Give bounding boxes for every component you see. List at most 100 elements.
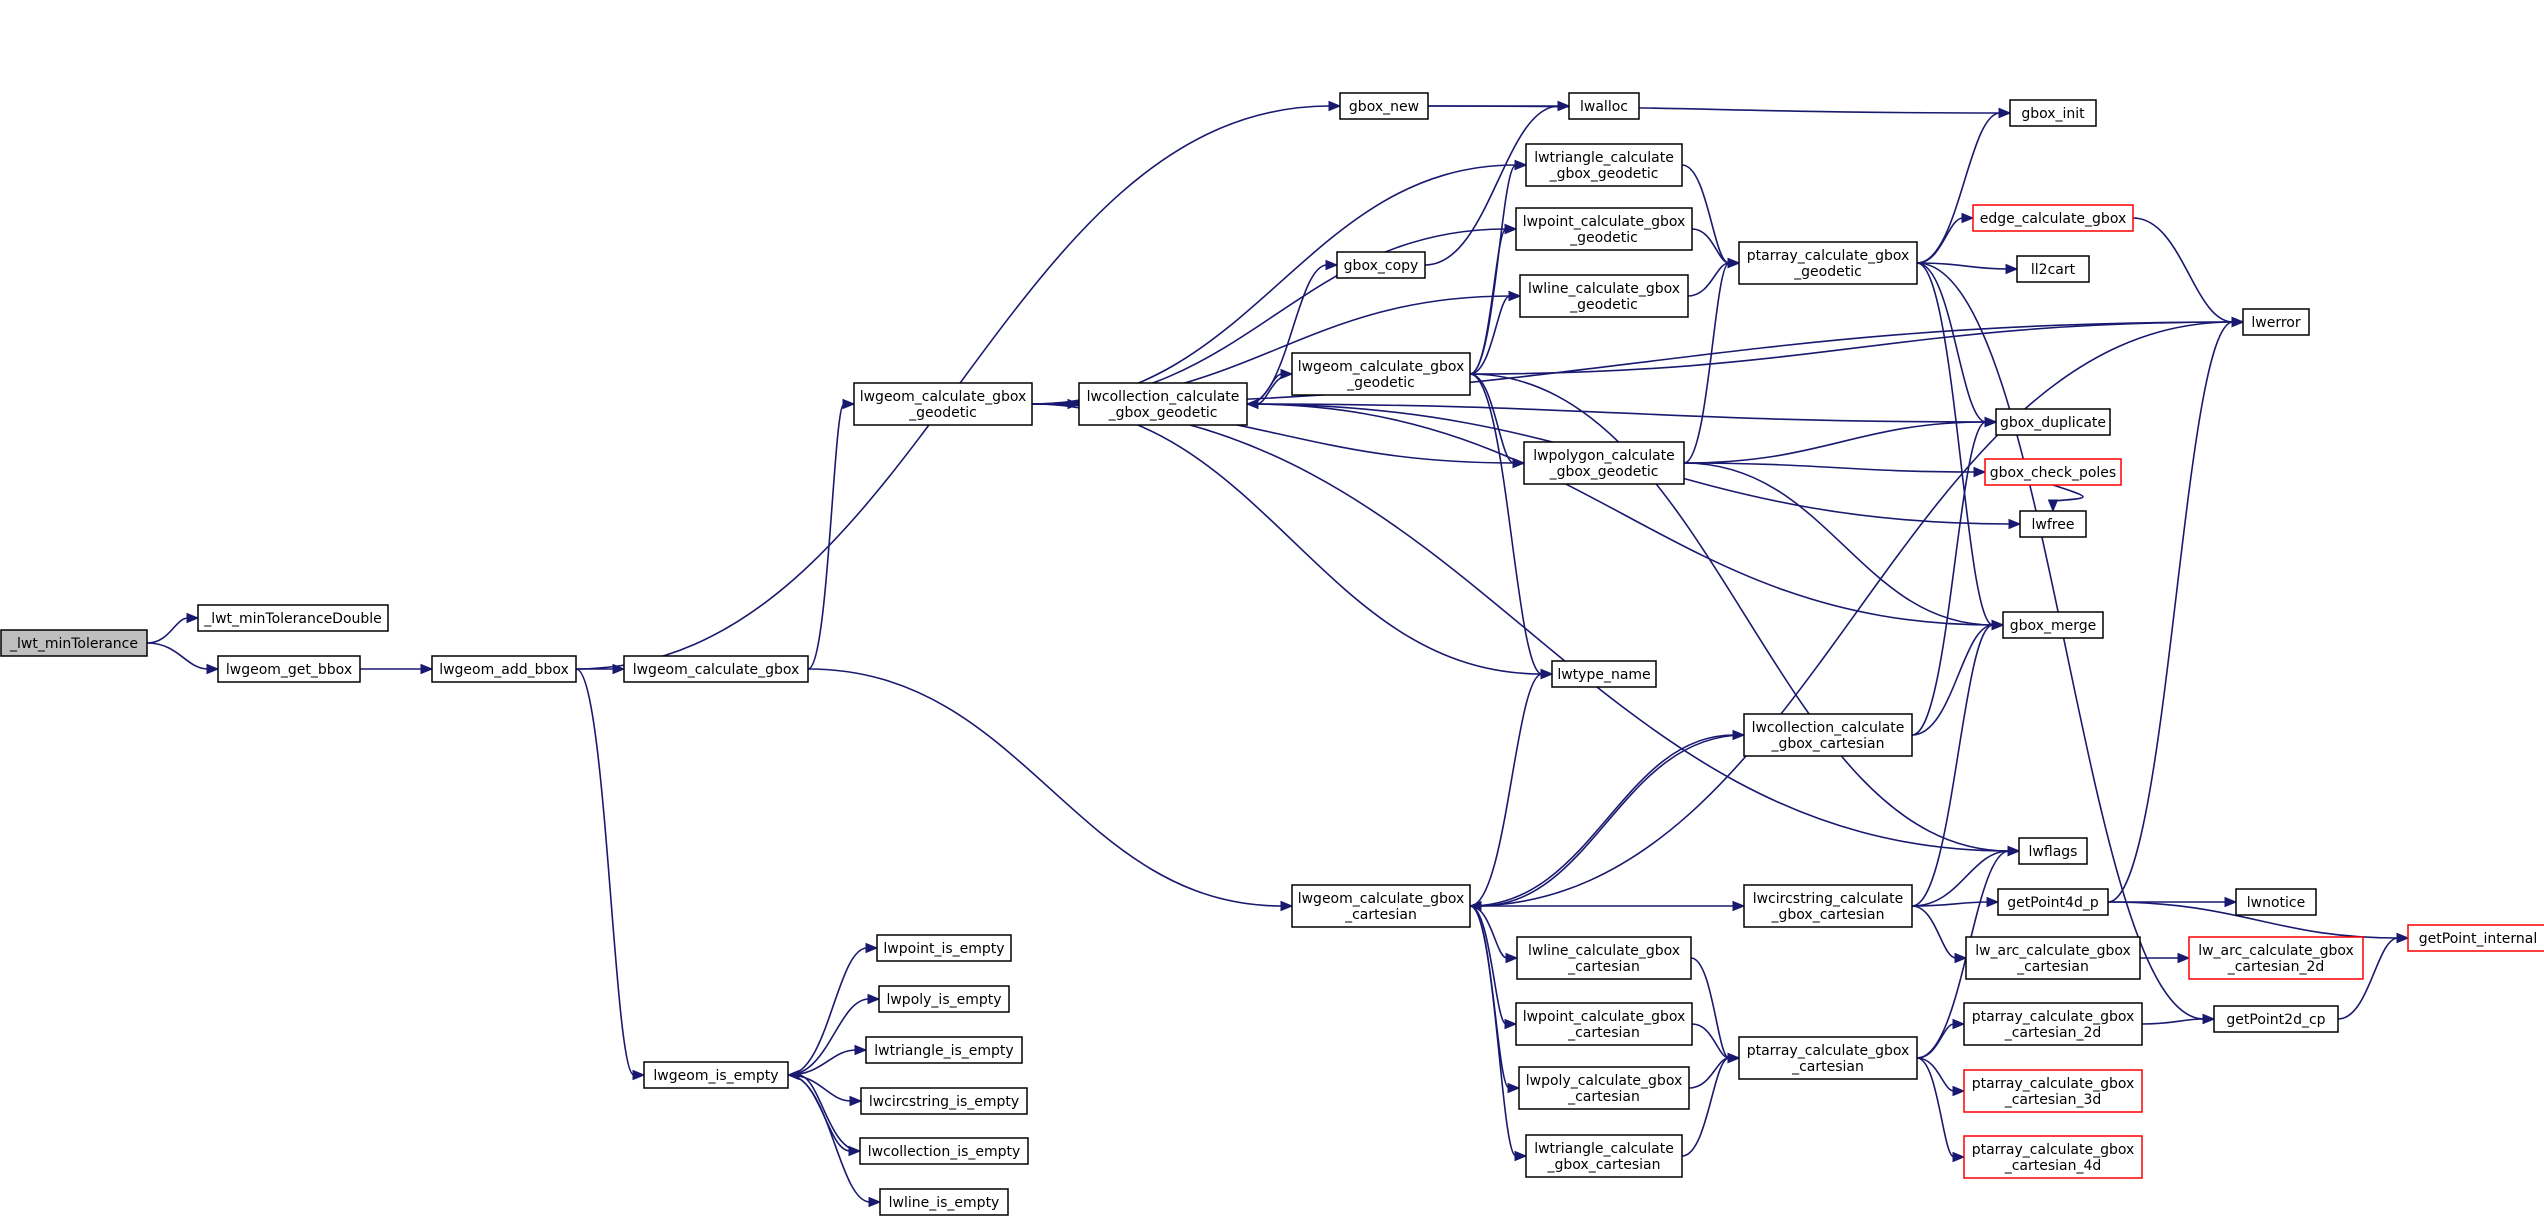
graph-edge-line <box>1911 624 1994 736</box>
graph-node-lwcollection-calculate-gbox-cartesian[interactable]: lwcollection_calculate_gbox_cartesian <box>1743 713 1913 757</box>
graph-node-getPoint2d-cp[interactable]: getPoint2d_cp <box>2213 1005 2339 1033</box>
graph-node-lwpoint-calculate-gbox-geodetic[interactable]: lwpoint_calculate_gbox_geodetic <box>1515 207 1693 251</box>
graph-node-lwtriangle-is-empty[interactable]: lwtriangle_is_empty <box>865 1036 1023 1064</box>
graph-node-box <box>865 1036 1023 1064</box>
graph-node-lwalloc[interactable]: lwalloc <box>1568 92 1640 120</box>
graph-node-lwgeom-calculate-gbox[interactable]: lwgeom_calculate_gbox <box>623 655 809 683</box>
graph-edge-arrowhead <box>1954 952 1968 964</box>
graph-node-lw-arc-calculate-gbox-cartesian-2d[interactable]: lw_arc_calculate_gbox_cartesian_2d <box>2188 936 2364 980</box>
graph-node-lwt-minToleranceDouble[interactable]: _lwt_minToleranceDouble <box>197 604 389 632</box>
graph-edge-arrowhead <box>1507 1082 1521 1094</box>
graph-edge-arrowhead <box>1245 398 1259 410</box>
graph-edge-arrowhead <box>1328 100 1342 112</box>
graph-node-box <box>2213 1005 2339 1033</box>
graph-node-gbox-new[interactable]: gbox_new <box>1339 92 1429 120</box>
graph-node-ll2cart[interactable]: ll2cart <box>2016 255 2090 283</box>
graph-node-ptarray-calculate-gbox-cartesian[interactable]: ptarray_calculate_gbox_cartesian <box>1738 1036 1918 1080</box>
graph-edge-arrowhead <box>420 663 434 675</box>
graph-node-lwpoint-is-empty[interactable]: lwpoint_is_empty <box>876 934 1012 962</box>
graph-node-getPoint4d-p[interactable]: getPoint4d_p <box>1997 888 2109 916</box>
graph-edge <box>807 668 1294 912</box>
graph-node-lwcollection-calculate-gbox-geodetic[interactable]: lwcollection_calculate_gbox_geodetic <box>1078 382 1248 426</box>
graph-node-box <box>1963 1135 2143 1179</box>
graph-node-lwline-is-empty[interactable]: lwline_is_empty <box>879 1188 1009 1216</box>
graph-node-gbox-merge[interactable]: gbox_merge <box>2002 611 2104 639</box>
graph-node-lwerror[interactable]: lwerror <box>2242 308 2310 336</box>
graph-edge-arrowhead <box>2005 263 2019 275</box>
graph-node-lw-arc-calculate-gbox-cartesian[interactable]: lw_arc_calculate_gbox_cartesian <box>1965 936 2141 980</box>
graph-node-lwgeom-get-bbox[interactable]: lwgeom_get_bbox <box>217 655 361 683</box>
graph-node-gbox-duplicate[interactable]: gbox_duplicate <box>1995 408 2111 436</box>
graph-edge-arrowhead <box>2231 316 2245 328</box>
graph-node-label: _gbox_cartesian <box>1771 736 1885 752</box>
graph-node-box <box>1525 1134 1683 1178</box>
graph-node-lwgeom-calculate-gbox-geodetic[interactable]: lwgeom_calculate_gbox_geodetic <box>853 382 1033 426</box>
graph-edge-arrowhead <box>1986 896 2000 908</box>
graph-node-lwpoly-calculate-gbox-cartesian[interactable]: lwpoly_calculate_gbox_cartesian <box>1518 1066 1690 1110</box>
graph-edge <box>1690 957 1741 1064</box>
graph-edge-arrowhead <box>868 1196 882 1208</box>
graph-node-gbox-init[interactable]: gbox_init <box>2009 99 2097 127</box>
graph-node-lwline-calculate-gbox-geodetic[interactable]: lwline_calculate_gbox_geodetic <box>1519 274 1689 318</box>
graph-node-label: lwflags <box>2029 844 2078 860</box>
graph-node-lwgeom-is-empty[interactable]: lwgeom_is_empty <box>643 1061 789 1089</box>
graph-node-label: lwnotice <box>2247 895 2305 911</box>
graph-edge-arrowhead <box>1952 1018 1966 1030</box>
graph-edge-arrowhead <box>1557 100 1571 112</box>
graph-node-box <box>2407 924 2544 952</box>
graph-node-lwgeom-calculate-gbox-cartesian[interactable]: lwgeom_calculate_gbox_cartesian <box>1291 884 1471 928</box>
graph-node-ptarray-calculate-gbox-cartesian-4d[interactable]: ptarray_calculate_gbox_cartesian_4d <box>1963 1135 2143 1179</box>
graph-edge-arrowhead <box>865 942 879 954</box>
graph-edge <box>1424 100 1571 266</box>
graph-edge-line <box>1469 373 2010 852</box>
graph-edge <box>1911 905 1968 964</box>
graph-edge-line <box>1681 164 1730 264</box>
graph-node-lwcircstring-calculate-gbox-cartesian[interactable]: lwcircstring_calculate_gbox_cartesian <box>1743 884 1913 928</box>
graph-node-box <box>1523 441 1685 485</box>
graph-edge-line <box>1469 905 1517 1157</box>
graph-edge <box>1683 257 1741 464</box>
graph-node-label: lwpoint_calculate_gbox <box>1523 1009 1686 1025</box>
graph-node-label: lwcircstring_is_empty <box>869 1094 1019 1110</box>
graph-edge-arrowhead <box>1540 668 1554 680</box>
graph-edge <box>787 942 879 1076</box>
graph-edge <box>1683 462 1987 478</box>
graph-node-ptarray-calculate-gbox-geodetic[interactable]: ptarray_calculate_gbox_geodetic <box>1738 241 1918 285</box>
graph-node-gbox-copy[interactable]: gbox_copy <box>1336 251 1426 279</box>
graph-node-lwtriangle-calculate-gbox-geodetic[interactable]: lwtriangle_calculate_gbox_geodetic <box>1525 143 1683 187</box>
graph-node-lwgeom-calculate-gbox-geodetic2[interactable]: lwgeom_calculate_gbox_geodetic <box>1291 352 1471 396</box>
graph-edge-line <box>146 642 209 670</box>
graph-node-lwflags[interactable]: lwflags <box>2018 837 2088 865</box>
graph-edge-line <box>807 403 845 670</box>
graph-node-box <box>1516 936 1692 980</box>
graph-node-gbox-check-poles[interactable]: gbox_check_poles <box>1984 458 2122 486</box>
graph-node-lwpoly-is-empty[interactable]: lwpoly_is_empty <box>878 985 1010 1013</box>
graph-node-lwtriangle-calculate-gbox-cartesian[interactable]: lwtriangle_calculate_gbox_cartesian <box>1525 1134 1683 1178</box>
graph-node-lwpoint-calculate-gbox-cartesian[interactable]: lwpoint_calculate_gbox_cartesian <box>1515 1002 1693 1046</box>
graph-node-ptarray-calculate-gbox-cartesian-3d[interactable]: ptarray_calculate_gbox_cartesian_3d <box>1963 1069 2143 1113</box>
graph-node-box <box>876 934 1012 962</box>
graph-node-label: lwfree <box>2032 517 2075 533</box>
graph-node-lwnotice[interactable]: lwnotice <box>2235 888 2317 916</box>
graph-node-label: gbox_init <box>2021 106 2085 122</box>
graph-node-lwfree[interactable]: lwfree <box>2019 510 2087 538</box>
graph-node-lwtype-name[interactable]: lwtype_name <box>1551 660 1657 688</box>
graph-node-ptarray-calculate-gbox-cartesian-2d[interactable]: ptarray_calculate_gbox_cartesian_2d <box>1963 1002 2143 1046</box>
graph-node-edge-calculate-gbox[interactable]: edge_calculate_gbox <box>1972 204 2134 232</box>
graph-node-box <box>623 655 809 683</box>
graph-node-lwcircstring-is-empty[interactable]: lwcircstring_is_empty <box>860 1087 1028 1115</box>
graph-node-lwgeom-add-bbox[interactable]: lwgeom_add_bbox <box>431 655 577 683</box>
graph-node-lwpolygon-calculate-gbox-geodetic[interactable]: lwpolygon_calculate_gbox_geodetic <box>1523 441 1685 485</box>
graph-edge-line <box>1469 373 1543 675</box>
graph-node-label: lwpolygon_calculate <box>1533 448 1675 464</box>
graph-edge <box>146 642 220 675</box>
graph-edge-line <box>1691 1023 1730 1059</box>
graph-node-label: ptarray_calculate_gbox <box>1747 1043 1910 1059</box>
graph-node-lwline-calculate-gbox-cartesian[interactable]: lwline_calculate_gbox_cartesian <box>1516 936 1692 980</box>
graph-edge-arrowhead <box>1508 290 1522 302</box>
graph-edge <box>1916 107 2012 264</box>
graph-edge-line <box>1469 228 1507 375</box>
graph-node-getPoint-internal[interactable]: getPoint_internal <box>2407 924 2544 952</box>
graph-node-label: gbox_check_poles <box>1990 465 2116 481</box>
graph-node-lwcollection-is-empty[interactable]: lwcollection_is_empty <box>859 1137 1029 1165</box>
